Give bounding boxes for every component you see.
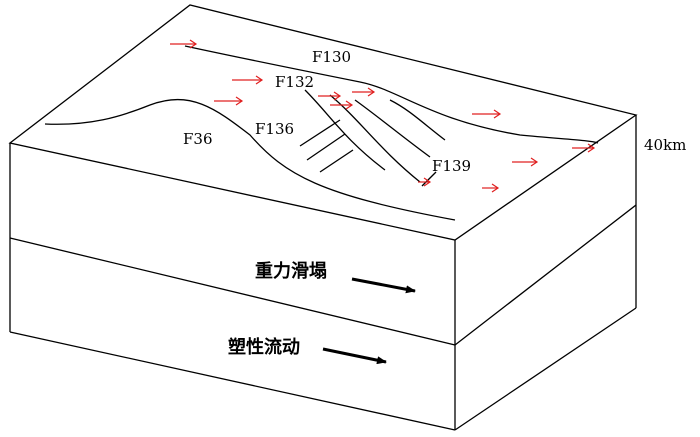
fault-f36-trace xyxy=(44,98,456,221)
flow-arrow xyxy=(472,109,502,119)
layer-boundary-front xyxy=(9,237,456,346)
flow-arrow xyxy=(214,96,244,106)
fault-f132-trace-3 xyxy=(354,99,431,158)
gravity-slump-arrow xyxy=(351,277,416,294)
flow-arrows xyxy=(170,39,596,193)
fault-f132-trace-1 xyxy=(304,89,386,171)
fault-f136-cross-3 xyxy=(319,149,354,173)
fault-f139-cross xyxy=(421,171,437,187)
layer-label-gravity-slump: 重力滑塌 xyxy=(255,260,327,282)
fault-label-f132: F132 xyxy=(275,73,314,91)
flow-arrow xyxy=(330,100,354,110)
bottom-front-edge xyxy=(9,331,456,431)
fault-traces xyxy=(44,45,599,221)
layer-boundary-side xyxy=(454,204,637,346)
fault-f132-trace-4 xyxy=(389,99,446,141)
flow-arrow xyxy=(572,143,596,153)
block-outline xyxy=(8,4,638,431)
plastic-flow-arrow xyxy=(322,347,387,365)
fault-f136-cross-1 xyxy=(299,119,341,147)
flow-arrow xyxy=(170,39,198,49)
fault-label-f136: F136 xyxy=(255,120,294,138)
fault-label-f130: F130 xyxy=(312,48,351,66)
fault-f130-trace xyxy=(184,45,599,144)
fault-label-f36: F36 xyxy=(183,130,213,148)
flow-arrow xyxy=(418,177,432,187)
bottom-right-edge xyxy=(454,307,637,431)
flow-arrow xyxy=(232,75,264,85)
flow-arrow xyxy=(352,87,376,97)
layer-label-plastic-flow: 塑性流动 xyxy=(228,336,300,358)
fault-f136-cross-2 xyxy=(306,133,346,161)
fault-f132-trace-2 xyxy=(329,94,421,183)
fault-label-f139: F139 xyxy=(432,157,471,175)
flow-arrow xyxy=(512,157,539,167)
flow-arrow xyxy=(482,183,500,193)
depth-label: 40km xyxy=(644,136,686,154)
flow-arrow xyxy=(318,91,342,101)
top-surface xyxy=(8,4,638,241)
